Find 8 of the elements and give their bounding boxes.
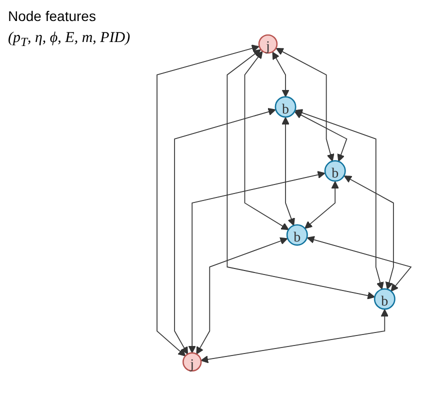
- particle-node: j: [258, 34, 278, 55]
- particle-node: b: [324, 160, 346, 182]
- particle-node: b: [374, 288, 396, 310]
- feature-formula: (p$_{T}$, η, ϕ, E, m, PID): [8, 30, 132, 50]
- caption-text: Node features: [8, 8, 97, 24]
- particle-node: b: [274, 96, 296, 118]
- particle-node: j: [182, 352, 202, 372]
- particle-node: b: [286, 224, 308, 246]
